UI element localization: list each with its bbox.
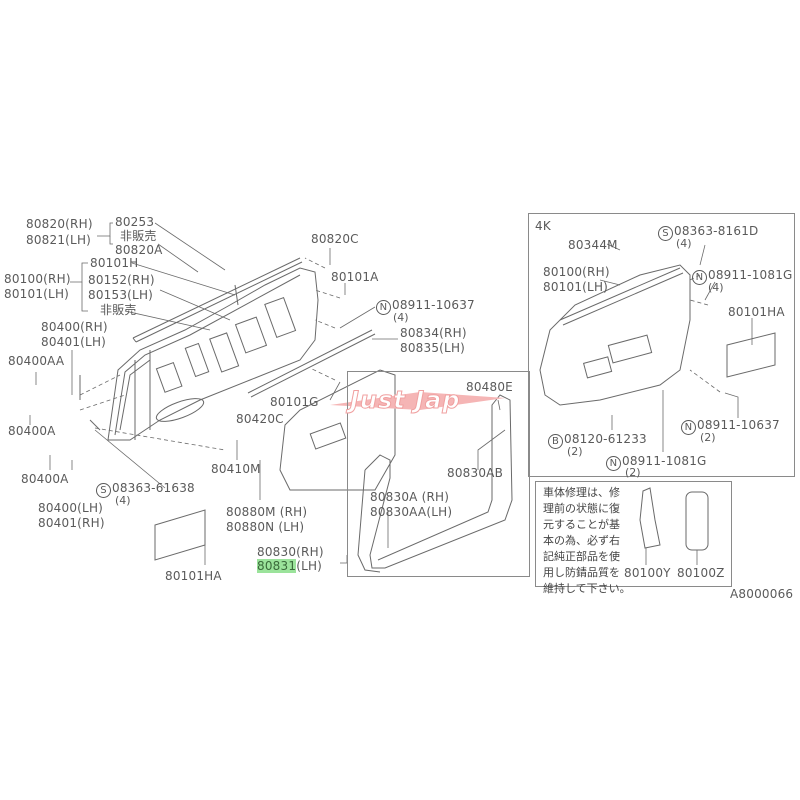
qty-08120-61233: (2)	[567, 445, 583, 458]
qty-4k-08911-10637: (2)	[700, 431, 716, 444]
label-not-for-sale-1: 非販売	[120, 229, 157, 243]
label-80830AB: 80830AB	[447, 466, 504, 480]
label-80820C: 80820C	[311, 232, 359, 246]
label-80410M: 80410M	[211, 462, 261, 476]
label-80101A: 80101A	[331, 270, 379, 284]
symbol-n-icon: N	[681, 420, 696, 435]
qty-08911-10637: (4)	[393, 311, 409, 324]
label-80344M: 80344M	[568, 238, 618, 252]
label-80400-lh: 80400(LH)	[38, 501, 104, 515]
qty-08911-1081G-4: (4)	[708, 281, 724, 294]
label-80480E: 80480E	[466, 380, 513, 394]
label-4k-80100: 80100(RH)	[543, 265, 610, 279]
label-80400A-lower: 80400A	[21, 472, 69, 486]
label-80835: 80835(LH)	[400, 341, 466, 355]
label-80401-lh: 80401(LH)	[41, 335, 107, 349]
variant-4k-box	[528, 213, 795, 477]
symbol-n-icon: N	[606, 456, 621, 471]
label-80820: 80820(RH)	[26, 217, 93, 231]
label-80153: 80153(LH)	[88, 288, 154, 302]
qty-08363-61638: (4)	[115, 494, 131, 507]
label-80101H: 80101H	[90, 256, 139, 270]
label-80400-rh: 80400(RH)	[41, 320, 108, 334]
label-80830AA: 80830AA(LH)	[370, 505, 453, 519]
label-80401-rh: 80401(RH)	[38, 516, 105, 530]
label-80101HA-main: 80101HA	[165, 569, 222, 583]
door-shell-outline	[107, 267, 319, 441]
label-80420C: 80420C	[236, 412, 284, 426]
symbol-b-icon: B	[548, 434, 563, 449]
watermark-logo: Just Jap	[349, 386, 461, 415]
qty-08363-8161D: (4)	[676, 237, 692, 250]
label-80880M: 80880M (RH)	[226, 505, 308, 519]
label-80400A-upper: 80400A	[8, 424, 56, 438]
label-4k-80101HA: 80101HA	[728, 305, 785, 319]
label-80400AA: 80400AA	[8, 354, 65, 368]
repair-note-box	[535, 481, 732, 587]
symbol-s-icon: S	[96, 483, 111, 498]
door-glass	[279, 369, 396, 491]
label-4k-80101: 80101(LH)	[543, 280, 609, 294]
label-80100Y: 80100Y	[624, 566, 671, 580]
label-80100: 80100(RH)	[4, 272, 71, 286]
label-not-for-sale-2: 非販売	[100, 303, 137, 317]
symbol-n-icon: N	[376, 300, 391, 315]
symbol-s-icon: S	[658, 226, 673, 241]
qty-08911-1081G-2: (2)	[625, 466, 641, 479]
symbol-n-icon: N	[692, 270, 707, 285]
label-80152: 80152(RH)	[88, 273, 155, 287]
repair-note-text: 車体修理は、修 理前の状態に復 元することが基 本の為、必ず右 記純正部品を使 …	[543, 486, 631, 595]
label-80830: 80830(RH)	[257, 545, 324, 559]
label-80821: 80821(LH)	[26, 233, 92, 247]
variant-box-title: 4K	[535, 219, 551, 233]
weatherstrip-seal	[364, 394, 513, 569]
label-80101: 80101(LH)	[4, 287, 70, 301]
highlighted-part-number: 80831	[257, 559, 297, 573]
watermark-swoosh	[330, 392, 505, 410]
label-80830A: 80830A (RH)	[370, 490, 450, 504]
weatherstrip-box	[347, 371, 530, 577]
label-80820A: 80820A	[115, 243, 163, 257]
label-80100Z: 80100Z	[677, 566, 725, 580]
label-80101G: 80101G	[270, 395, 319, 409]
diagram-reference-code: A8000066	[730, 587, 794, 601]
label-80880N: 80880N (LH)	[226, 520, 305, 534]
label-80831: 80831(LH)	[257, 559, 323, 573]
label-80253: 80253	[115, 215, 155, 229]
label-80834: 80834(RH)	[400, 326, 467, 340]
